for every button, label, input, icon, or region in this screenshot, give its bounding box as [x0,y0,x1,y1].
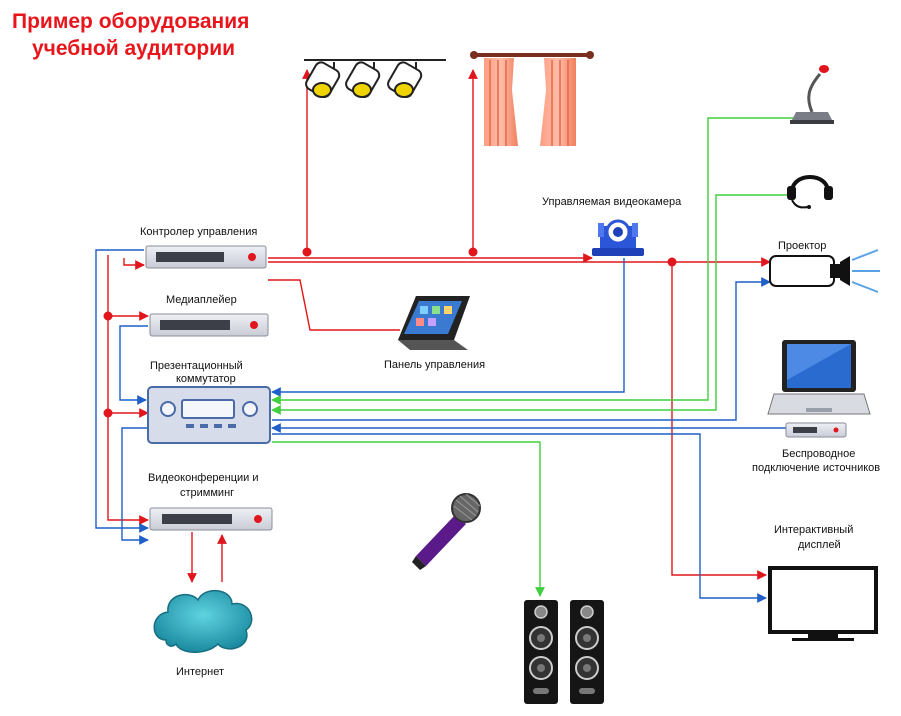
speaker-icon [524,600,604,704]
control-lines [107,69,771,583]
control-panel-label: Панель управления [384,359,486,371]
touch-panel-icon [398,296,470,350]
display-icon [768,566,878,641]
stage-lights-icon [304,59,446,98]
handheld-microphone-icon [412,493,481,570]
wireless-presentation-device [785,422,847,438]
presentation-switcher-device [147,386,271,444]
title-line-1: Пример оборудования [12,10,250,33]
wireless-label-2: подключение источников [752,462,881,474]
camera-label: Управляемая видеокамера [542,196,682,208]
media-player-label: Медиаплейер [166,294,237,306]
curtains-icon [470,51,594,146]
switcher-label-2: коммутатор [176,373,236,385]
projector-icon [769,249,880,293]
wireless-label-1: Беспроводное [782,448,856,460]
display-label-1: Интерактивный [774,524,854,536]
audio-lines [271,117,800,597]
cloud-icon [153,590,253,653]
diagram-title: Пример оборудования учебной аудитории [12,8,249,62]
video-lines [95,249,786,603]
headset-icon [787,175,833,209]
title-line-2: учебной аудитории [32,37,236,60]
display-label-2: дисплей [798,539,841,551]
media-player-device [149,313,269,337]
projector-label: Проектор [778,240,827,252]
controller-label: Контролер управления [140,226,258,238]
vc-label-1: Видеоконференции и [148,472,259,484]
ptz-camera-icon [592,219,644,256]
laptop-icon [767,340,871,415]
gooseneck-microphone-icon [790,65,834,124]
switcher-label-1: Презентационный [150,360,243,372]
controller-device [145,245,267,269]
internet-label: Интернет [176,666,224,678]
control-junctions [103,247,677,418]
vc-label-2: стримминг [180,487,235,499]
video-conferencing-device [149,507,273,531]
